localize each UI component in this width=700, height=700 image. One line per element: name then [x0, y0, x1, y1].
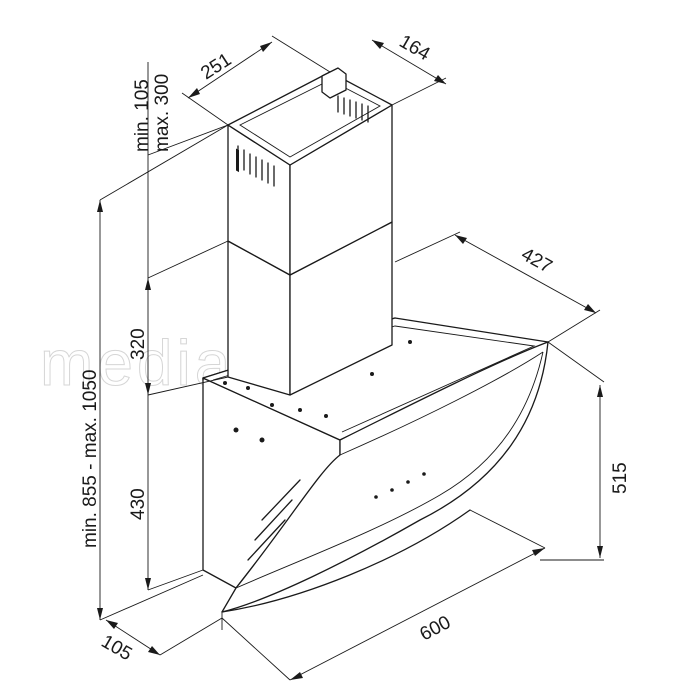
top-screw-7 — [408, 340, 412, 344]
glass-lower-edge — [235, 351, 544, 589]
glass-upper-edge — [339, 351, 544, 456]
label-total-height: min. 855 - max. 1050 — [80, 370, 101, 548]
hood-glass-panel — [221, 341, 549, 613]
top-screw-1 — [223, 381, 227, 385]
dim-line-600 — [289, 547, 546, 681]
top-screw-4 — [298, 408, 302, 412]
top-screw-2 — [246, 386, 250, 390]
screw-2 — [259, 437, 265, 443]
dimension-lines — [97, 35, 605, 681]
chimney-top-inner — [239, 79, 381, 158]
label-chimney-height: 320 — [128, 328, 149, 360]
control-button-4 — [422, 472, 426, 476]
hood-body — [202, 317, 549, 613]
label-extension-max: max. 300 — [152, 74, 173, 152]
top-screw-5 — [324, 414, 328, 418]
dim-line-600-ext — [221, 617, 291, 681]
front-vents — [237, 145, 275, 187]
top-side-vents — [337, 95, 369, 123]
top-screw-6 — [370, 372, 374, 376]
label-glass-height: 515 — [610, 462, 631, 494]
label-body-height: 430 — [128, 488, 149, 520]
top-screw-3 — [270, 403, 274, 407]
dim-line-164 — [371, 39, 447, 85]
dim-line-251 — [187, 41, 273, 99]
screw-1 — [233, 427, 239, 433]
label-extension-min: min. 105 — [132, 79, 153, 152]
hood-front-lip — [221, 509, 471, 613]
side-slot-3 — [247, 519, 286, 561]
dim-line-427 — [454, 234, 597, 314]
side-slot-1 — [261, 479, 301, 521]
label-wall-offset: 105 — [98, 631, 136, 665]
control-button-2 — [390, 488, 394, 492]
control-button-1 — [374, 495, 378, 499]
chimney — [227, 67, 393, 396]
control-button-3 — [406, 480, 410, 484]
side-slot-2 — [254, 499, 293, 541]
label-hood-width: 600 — [416, 612, 454, 645]
label-chimney-depth: 164 — [396, 31, 434, 65]
mounting-bracket — [321, 67, 347, 99]
label-chimney-width: 251 — [197, 49, 235, 84]
